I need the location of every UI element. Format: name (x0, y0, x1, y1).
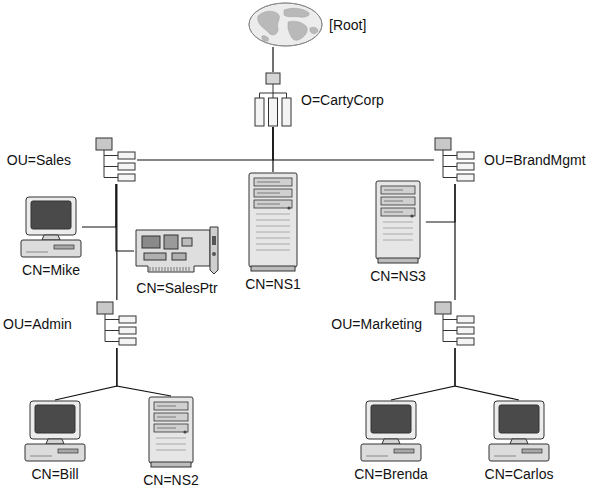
workstation-icon (488, 400, 550, 462)
user-node: CN=Carlos (485, 400, 554, 482)
node-label: CN=Brenda (354, 466, 428, 482)
tree-connector (116, 184, 117, 300)
container-icon (95, 136, 137, 184)
tree-connector (426, 184, 455, 222)
server-node: CN=NS1 (245, 172, 301, 292)
globe-icon (248, 2, 323, 47)
node-label: CN=Carlos (485, 466, 554, 482)
server-icon (375, 180, 421, 264)
user-node: CN=Mike (20, 196, 82, 278)
tree-connector (116, 184, 134, 251)
node-label: [Root] (329, 17, 366, 33)
node-label: OU=Admin (3, 316, 72, 332)
printer-node: CN=SalesPtr (134, 226, 220, 296)
organization-icon (253, 72, 293, 127)
server-icon (248, 172, 298, 272)
node-label: OU=Sales (7, 152, 71, 168)
node-label: CN=NS2 (143, 472, 199, 488)
container-icon (96, 300, 138, 348)
tree-connector (137, 127, 273, 160)
tree-connector (272, 47, 273, 72)
workstation-icon (20, 196, 82, 258)
container-icon (434, 300, 476, 348)
tree-connector (455, 348, 519, 400)
node-label: CN=NS1 (245, 276, 301, 292)
workstation-icon (360, 400, 422, 462)
tree-connector (117, 348, 171, 396)
node-label: OU=Marketing (331, 316, 422, 332)
node-label: CN=SalesPtr (136, 280, 217, 296)
node-label: CN=Bill (31, 466, 78, 482)
user-node: CN=Bill (24, 400, 86, 482)
tree-connector (454, 184, 455, 300)
root-node: [Root] (248, 2, 366, 47)
unit-node: OU=Sales (7, 136, 137, 184)
workstation-icon (24, 400, 86, 462)
tree-connector (391, 348, 455, 400)
server-node: CN=NS2 (143, 396, 199, 488)
organization-node: O=CartyCorp (253, 72, 384, 127)
tree-connector (272, 127, 273, 172)
tree-connector (55, 348, 117, 400)
node-label: CN=Mike (22, 262, 80, 278)
node-label: O=CartyCorp (301, 92, 384, 108)
printer-card-icon (134, 226, 220, 276)
tree-connector (82, 184, 116, 227)
server-node: CN=NS3 (370, 180, 426, 284)
tree-connector (273, 127, 434, 160)
unit-node: OU=Marketing (331, 300, 476, 348)
user-node: CN=Brenda (354, 400, 428, 482)
node-label: OU=BrandMgmt (484, 152, 586, 168)
unit-node: OU=BrandMgmt (434, 136, 586, 184)
node-label: CN=NS3 (370, 268, 426, 284)
unit-node: OU=Admin (3, 300, 138, 348)
container-icon (434, 136, 476, 184)
server-icon (148, 396, 194, 468)
